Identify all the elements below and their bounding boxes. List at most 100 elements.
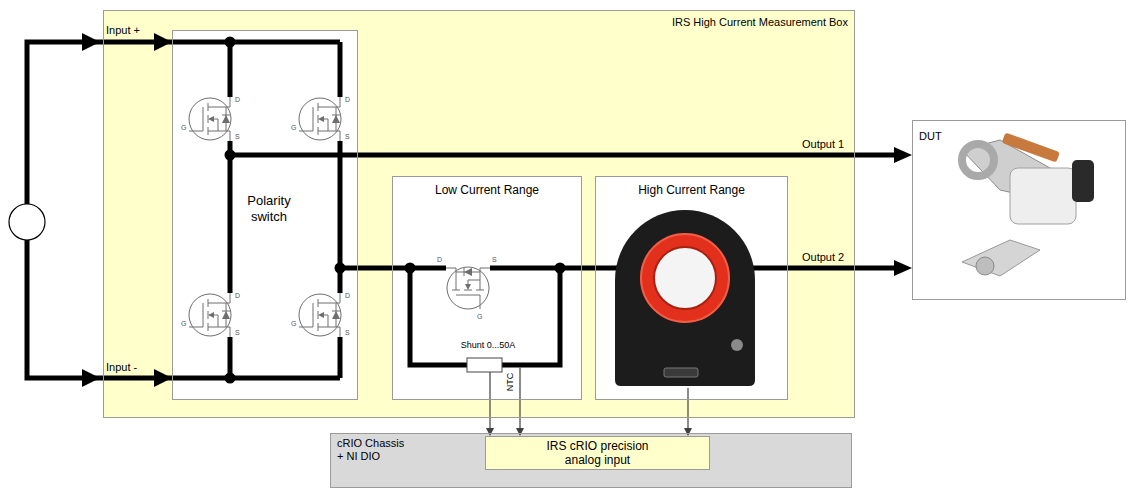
component-label: Shunt 0...50A (452, 340, 524, 350)
pin-name: D (345, 96, 350, 104)
terminal-label: Input + (106, 24, 140, 37)
resistor-symbol (467, 358, 502, 372)
box-title: IRS High Current Measurement Box (104, 11, 854, 29)
dut-box: DUT (912, 120, 1126, 300)
box-fill (595, 176, 788, 400)
arrowhead (82, 369, 100, 387)
pin-name: G (291, 124, 296, 132)
junction-dot (225, 150, 236, 161)
arrowhead (684, 428, 692, 436)
connector-line (358, 266, 392, 271)
box-title: Low Current Range (393, 183, 581, 197)
sensor-aperture (654, 247, 716, 309)
pin-name: G (291, 320, 296, 328)
connector-line (489, 400, 490, 430)
box-title: cRIO Chassis + NI DIO (337, 437, 408, 463)
box-fill (103, 10, 855, 418)
arrowhead (516, 428, 524, 436)
box-title: Polarity switch (235, 193, 303, 224)
connector-line (358, 153, 898, 158)
input-wire (27, 42, 340, 378)
pin-name: S (345, 329, 350, 337)
mosfet-symbol (189, 293, 231, 337)
pin-name: D (235, 96, 240, 104)
connector-line (687, 400, 688, 430)
pin-name: S (235, 133, 240, 141)
box-title: DUT (919, 130, 942, 143)
input-arrowheads (82, 33, 172, 387)
box-fill (912, 120, 1126, 300)
pin-name: G (477, 313, 482, 321)
box-title: High Current Range (596, 183, 787, 197)
pin-name: S (492, 256, 497, 264)
sensor-screw (731, 339, 743, 351)
bridge-wire (230, 42, 340, 378)
current-sensor-illustration (615, 210, 755, 386)
range-box: Low Current Range (392, 176, 582, 400)
pin-name: D (345, 292, 350, 300)
box-fill (172, 30, 358, 400)
copper-strip (1002, 132, 1060, 162)
junction-dot (555, 263, 566, 274)
junction-dot (405, 263, 416, 274)
pin-name: D (437, 256, 442, 264)
mosfet-symbol (299, 97, 341, 141)
chassis-box: cRIO Chassis + NI DIO IRS cRIO precision … (330, 433, 852, 488)
box-fill (392, 176, 582, 400)
pin-name: G (181, 320, 186, 328)
shunt-wire (410, 268, 560, 365)
junction-dot (225, 373, 236, 384)
sensor-connector (664, 368, 698, 377)
source-symbol (9, 204, 45, 240)
junction-dots (225, 37, 566, 384)
sensor-ring-highlight (641, 234, 729, 322)
signal-arrow (486, 400, 494, 436)
output-wire (230, 155, 358, 268)
sensor-ring (640, 233, 730, 323)
arrowhead (154, 33, 172, 51)
polarity-switch-box: Polarity switch (172, 30, 358, 400)
arrowhead (154, 369, 172, 387)
junction-dot (225, 37, 236, 48)
pin-name: G (181, 124, 186, 132)
pin-name: S (235, 329, 240, 337)
arrowhead (486, 428, 494, 436)
measurement-box: IRS High Current Measurement BoxPolarity… (103, 10, 855, 418)
edge-label: Output 1 (802, 138, 844, 151)
connector-line (788, 266, 898, 271)
arrowhead (82, 33, 100, 51)
clamp-ring (962, 144, 994, 176)
signal-arrow (684, 400, 692, 436)
range-box: High Current Range (595, 176, 788, 400)
arrowhead (894, 147, 912, 163)
signal-arrow (516, 400, 524, 436)
sensor-body (615, 210, 755, 386)
pin-name: D (235, 292, 240, 300)
box-fill (330, 433, 852, 488)
cable-lug (962, 240, 1040, 276)
connector-line (519, 400, 520, 430)
plug-connector (1072, 160, 1094, 202)
pin-name: S (345, 133, 350, 141)
power-connector (582, 268, 595, 269)
edge-label: Output 2 (802, 251, 844, 264)
connector-line (582, 266, 595, 271)
mosfet-symbol (299, 293, 341, 337)
mosfet-symbol (189, 97, 231, 141)
box-fill (485, 436, 710, 470)
sensor-housing (1010, 168, 1076, 224)
arrowhead (894, 260, 912, 276)
bolt (976, 257, 994, 275)
battery-terminal-illustration (962, 132, 1094, 276)
edge-label: NTC (505, 373, 515, 392)
box-title: IRS cRIO precision analog input (535, 439, 660, 467)
junction-dot (335, 263, 346, 274)
mosfet-symbol (446, 267, 490, 309)
analog-input-box: IRS cRIO precision analog input (485, 436, 710, 470)
power-connector (358, 268, 392, 269)
terminal-label: Input - (106, 361, 137, 374)
